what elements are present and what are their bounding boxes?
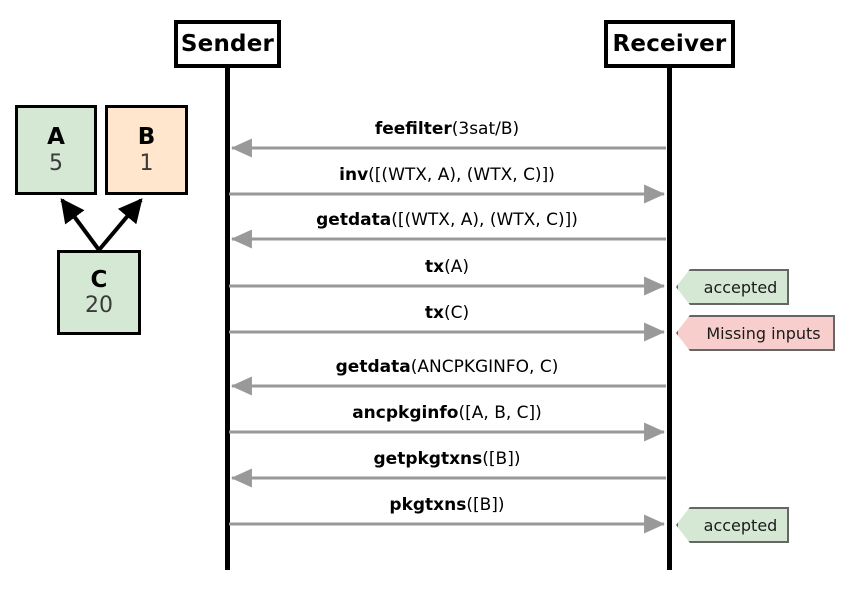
- message-args: ([(WTX, A), (WTX, C)]): [391, 210, 578, 230]
- message-label-getpkgtxns: getpkgtxns([B]): [227, 449, 667, 469]
- transaction-c-id: C: [90, 266, 108, 293]
- message-label-tx-c: tx(C): [227, 303, 667, 323]
- transaction-box-b: B 1: [105, 105, 188, 195]
- message-label-ancpkginfo: ancpkginfo([A, B, C]): [227, 403, 667, 423]
- message-verb: ancpkginfo: [352, 403, 459, 423]
- message-label-feefilter: feefilter(3sat/B): [227, 119, 667, 139]
- message-label-getdata-ancpkginfo: getdata(ANCPKGINFO, C): [227, 357, 667, 377]
- lifeline-receiver: [667, 68, 672, 570]
- message-args: (3sat/B): [451, 119, 520, 139]
- lifeline-sender: [225, 68, 230, 570]
- dependency-edge-c-to-a: [60, 198, 101, 252]
- message-args: ([A, B, C]): [458, 403, 542, 423]
- transaction-b-id: B: [137, 124, 156, 151]
- message-verb: getpkgtxns: [373, 449, 483, 469]
- message-args: (ANCPKGINFO, C): [410, 357, 559, 377]
- participant-receiver: Receiver: [604, 20, 735, 68]
- transaction-box-c: C 20: [57, 250, 141, 335]
- message-verb: feefilter: [374, 119, 452, 139]
- transaction-box-a: A 5: [15, 105, 97, 195]
- message-label-pkgtxns: pkgtxns([B]): [227, 495, 667, 515]
- message-verb: getdata: [335, 357, 411, 377]
- participant-sender: Sender: [174, 20, 281, 68]
- transaction-b-fee: 1: [139, 150, 154, 176]
- dependency-edge-c-to-b: [97, 198, 143, 252]
- status-badge-accepted-tx-a: accepted: [676, 269, 789, 305]
- message-verb: pkgtxns: [389, 495, 467, 515]
- message-verb: tx: [425, 257, 445, 277]
- message-args: ([B]): [482, 449, 521, 469]
- message-label-getdata-wtx: getdata([(WTX, A), (WTX, C)]): [227, 210, 667, 230]
- message-label-tx-a: tx(A): [227, 257, 667, 277]
- message-args: ([B]): [466, 495, 505, 515]
- message-label-inv: inv([(WTX, A), (WTX, C)]): [227, 165, 667, 185]
- transaction-a-id: A: [47, 124, 65, 151]
- transaction-c-fee: 20: [85, 293, 113, 319]
- message-verb: tx: [424, 303, 444, 323]
- status-badge-missing-inputs-tx-c: Missing inputs: [676, 315, 835, 351]
- message-args: ([(WTX, A), (WTX, C)]): [368, 165, 555, 185]
- message-verb: inv: [339, 165, 369, 185]
- transaction-a-fee: 5: [49, 150, 63, 176]
- message-verb: getdata: [316, 210, 392, 230]
- message-args: (A): [444, 257, 469, 277]
- message-args: (C): [443, 303, 470, 323]
- status-badge-accepted-pkgtxns: accepted: [676, 507, 789, 543]
